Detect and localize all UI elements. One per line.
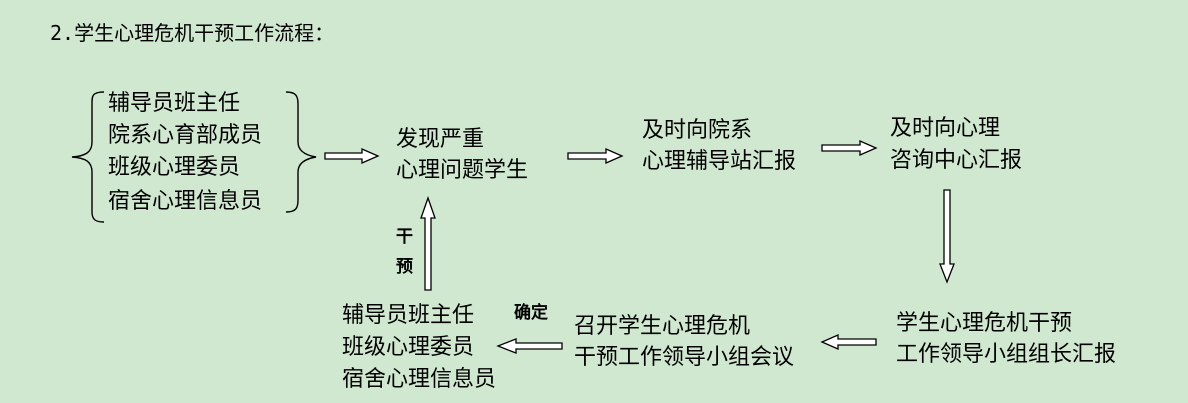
right-brace bbox=[285, 91, 317, 213]
label-intervene-1: 干 bbox=[396, 227, 413, 247]
node-text: 心理辅导站汇报 bbox=[642, 149, 797, 174]
arrow-to-executors bbox=[496, 338, 563, 354]
node-text: 班级心理委员 bbox=[342, 335, 475, 360]
node-text: 及时向院系 bbox=[642, 118, 753, 143]
source-item: 班级心理委员 bbox=[108, 155, 241, 180]
source-item: 辅导员班主任 bbox=[108, 91, 241, 116]
node-text: 咨询中心汇报 bbox=[890, 148, 1023, 173]
left-brace bbox=[71, 91, 105, 223]
source-item: 院系心育部成员 bbox=[108, 123, 263, 148]
label-confirm: 确定 bbox=[514, 303, 548, 323]
node-text: 召开学生心理危机 bbox=[574, 314, 751, 339]
arrow-intervene-up bbox=[420, 196, 436, 291]
page-title: 2.学生心理危机干预工作流程： bbox=[50, 21, 335, 45]
label-intervene-2: 预 bbox=[396, 257, 413, 277]
node-text: 学生心理危机干预 bbox=[896, 311, 1073, 336]
source-item: 宿舍心理信息员 bbox=[108, 189, 263, 214]
node-text: 发现严重 bbox=[396, 127, 485, 152]
arrow-to-report-leader bbox=[939, 189, 955, 284]
node-text: 干预工作领导小组会议 bbox=[574, 345, 795, 370]
node-text: 宿舍心理信息员 bbox=[342, 367, 497, 392]
arrow-to-report-center bbox=[821, 140, 878, 156]
node-text: 及时向心理 bbox=[890, 116, 1001, 141]
arrow-to-discover bbox=[324, 148, 380, 164]
arrow-to-meeting bbox=[820, 334, 877, 350]
node-text: 心理问题学生 bbox=[396, 158, 529, 183]
node-text: 工作领导小组组长汇报 bbox=[896, 342, 1117, 367]
arrow-to-report-college bbox=[567, 148, 624, 164]
node-text: 辅导员班主任 bbox=[342, 303, 475, 328]
